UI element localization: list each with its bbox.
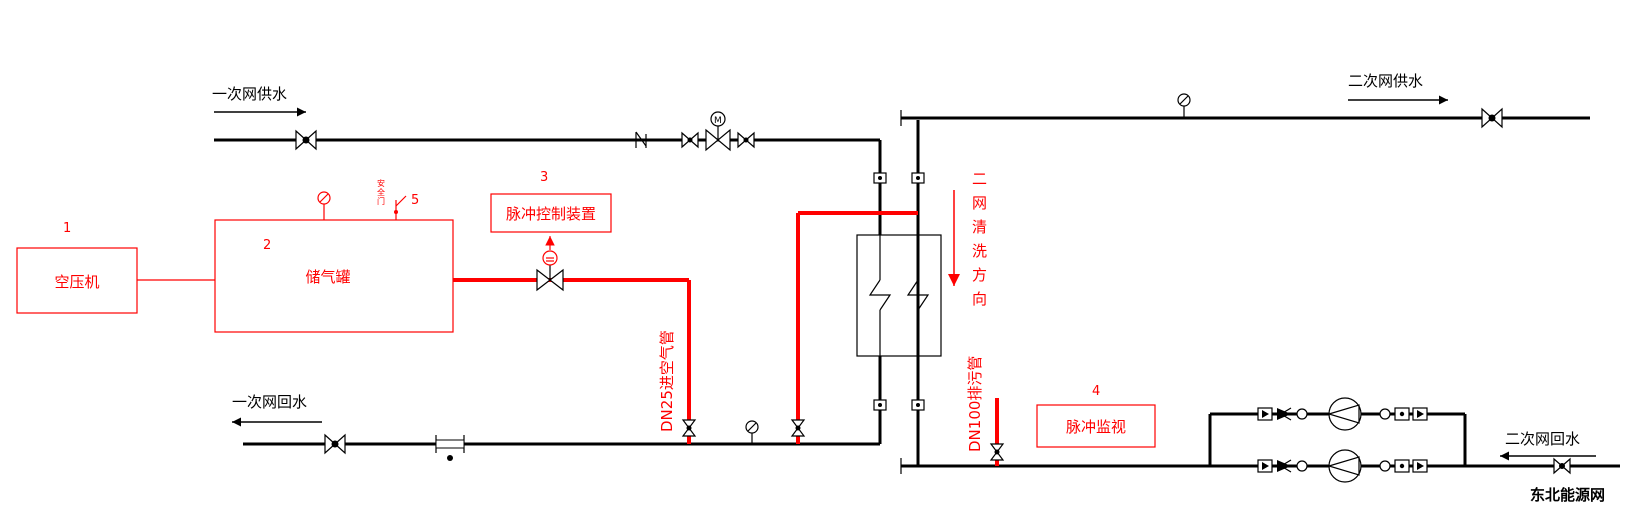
primary-supply-text: 一次网供水 [212, 85, 287, 103]
flex-joint-icon [1379, 460, 1391, 472]
compressor-label: 空压机 [54, 273, 99, 291]
gate-valve-icon[interactable] [324, 433, 346, 455]
flex-joint-icon [1379, 408, 1391, 420]
union-icon [1394, 459, 1410, 473]
union-icon [873, 399, 887, 411]
union-icon [1257, 407, 1273, 421]
ball-valve-icon[interactable] [681, 419, 697, 437]
flex-joint-icon [1296, 408, 1308, 420]
ball-valve-icon[interactable] [681, 131, 699, 149]
pulse-control-device: 脉冲控制装置 [490, 193, 612, 233]
secondary-return-text: 二次网回水 [1505, 430, 1580, 448]
circulating-pump-1[interactable] [1257, 397, 1428, 431]
pump-icon[interactable] [1326, 397, 1362, 431]
pressure-gauge-icon [745, 420, 759, 444]
filter-icon [435, 435, 465, 461]
air-inlet-pipe-label: DN25进空气管 [658, 330, 676, 432]
gate-valve-icon[interactable] [295, 129, 317, 151]
primary-return-text: 一次网回水 [232, 393, 307, 411]
union-icon [911, 172, 925, 184]
pump-icon[interactable] [1326, 449, 1362, 483]
gate-valve-icon[interactable] [1481, 107, 1503, 129]
ball-valve-icon[interactable] [790, 419, 806, 437]
check-valve-icon [1277, 459, 1292, 473]
check-valve-icon [635, 131, 647, 148]
drain-pipe-label: DN100排污管 [966, 356, 984, 452]
secondary-supply-label: 二次网供水 [1348, 72, 1448, 105]
pulse-air-line [453, 278, 691, 444]
pressure-gauge-icon [1177, 93, 1191, 118]
union-icon [1394, 407, 1410, 421]
air-tank-label: 储气罐 [305, 268, 350, 286]
gate-valve-icon[interactable] [1553, 457, 1571, 475]
cleaning-direction-label: 二 网 清 洗 方 向 [972, 170, 992, 308]
compressor: 空压机 [16, 247, 138, 314]
union-icon [1412, 459, 1428, 473]
primary-return-label: 一次网回水 [232, 393, 322, 427]
flush-air-line [796, 211, 918, 444]
secondary-return-label: 二次网回水 [1500, 430, 1596, 461]
union-icon [911, 399, 925, 411]
union-icon [873, 172, 887, 184]
number-5-label: 5 [411, 193, 419, 208]
svg-text:M: M [714, 116, 722, 126]
motorized-valve-icon[interactable]: M [705, 111, 731, 152]
secondary-supply-line [900, 110, 1590, 126]
ball-valve-icon[interactable] [737, 131, 755, 149]
circulating-pump-2[interactable] [1257, 449, 1428, 483]
number-3-label: 3 [540, 170, 548, 185]
pulse-monitor: 脉冲监视 [1036, 404, 1156, 448]
union-icon [1412, 407, 1428, 421]
pulse-control-label: 脉冲控制装置 [506, 205, 596, 223]
safety-valve-icon [394, 195, 407, 220]
pulse-valve-icon[interactable] [536, 236, 564, 292]
check-valve-icon [1277, 407, 1292, 421]
pulse-monitor-label: 脉冲监视 [1066, 418, 1126, 436]
heat-exchanger [856, 234, 942, 357]
pressure-gauge-icon [317, 191, 331, 220]
union-icon [1257, 459, 1273, 473]
air-tank: 储气罐 [214, 219, 454, 333]
watermark-text: 东北能源网 [1530, 486, 1605, 504]
ball-valve-icon[interactable] [989, 443, 1005, 461]
primary-supply-label: 一次网供水 [212, 85, 306, 117]
flex-joint-icon [1296, 460, 1308, 472]
safety-valve-label: 安全门 [377, 178, 385, 206]
number-4-label: 4 [1092, 384, 1100, 399]
number-2-label: 2 [263, 238, 271, 253]
number-1-label: 1 [63, 221, 71, 236]
secondary-supply-text: 二次网供水 [1348, 72, 1423, 90]
